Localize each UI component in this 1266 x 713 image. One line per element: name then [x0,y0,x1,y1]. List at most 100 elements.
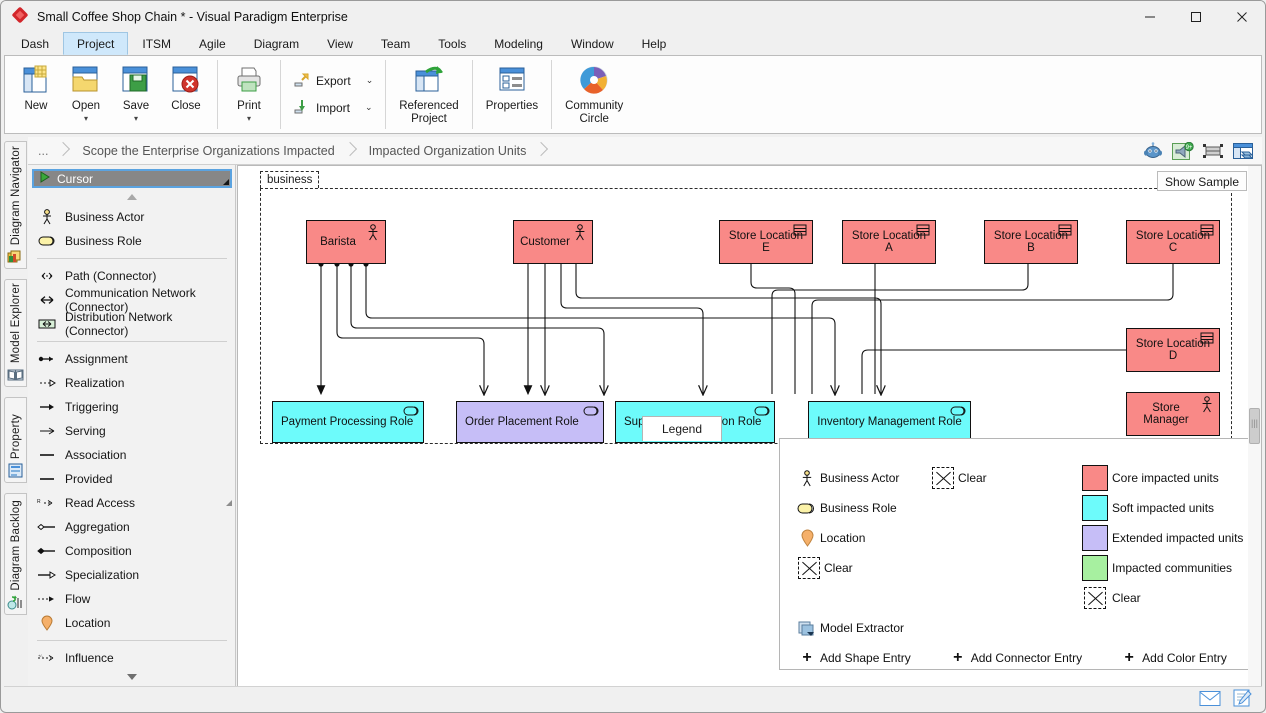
referenced-project-button[interactable]: Referenced Project [392,56,465,126]
close-button[interactable] [1219,1,1265,32]
bot-icon[interactable] [1142,141,1164,161]
add-color-entry-button[interactable]: + Add Color Entry [1116,643,1227,673]
node-order-placement-role[interactable]: Order Placement Role [456,401,604,443]
open-chevron-down-icon[interactable]: ▾ [84,114,88,123]
palette-item-communication-network[interactable]: Communication Network (Connector) [28,288,236,312]
print-chevron-down-icon[interactable]: ▾ [247,114,251,123]
palette-cursor-item[interactable]: Cursor [32,169,232,188]
breadcrumb-item-current[interactable]: Impacted Organization Units [357,140,535,162]
palette-item-path-connector[interactable]: Path (Connector) [28,264,236,288]
palette-scroll-down-button[interactable] [28,670,236,684]
minimize-button[interactable] [1127,1,1173,32]
close-project-button[interactable]: Close [161,56,211,113]
menu-tab-project[interactable]: Project [63,32,128,55]
breadcrumb-item-root[interactable]: ... [28,140,56,162]
open-button[interactable]: Open ▾ [61,56,111,123]
menu-tab-diagram[interactable]: Diagram [240,32,313,55]
palette-item-business-actor[interactable]: Business Actor [28,205,236,229]
layers-icon[interactable] [1232,141,1254,161]
node-payment-processing-role[interactable]: Payment Processing Role [272,401,424,443]
canvas-vertical-scrollbar[interactable] [1248,166,1261,686]
menu-tab-team[interactable]: Team [367,32,424,55]
show-sample-button[interactable]: Show Sample [1157,171,1247,191]
legend-entry-location[interactable]: Location [794,523,899,553]
palette-item-aggregation[interactable]: Aggregation [28,515,236,539]
left-dock-tabs: Diagram Navigator Model Explorer Propert… [4,141,27,697]
legend-entry-extended[interactable]: Extended impacted units [1078,523,1243,553]
diagram-canvas[interactable]: business Barista Customer Store Location… [237,165,1262,687]
palette-item-business-role[interactable]: Business Role [28,229,236,253]
node-barista[interactable]: Barista [306,220,386,264]
properties-button[interactable]: Properties [479,56,545,113]
palette-item-composition[interactable]: Composition [28,539,236,563]
import-button[interactable]: Import ⌄ [287,94,379,121]
menu-tab-view[interactable]: View [313,32,367,55]
print-button[interactable]: Print ▾ [224,56,274,123]
legend-entry-core[interactable]: Core impacted units [1078,463,1243,493]
node-store-location-d[interactable]: Store Location D [1126,328,1220,372]
node-store-location-a[interactable]: Store Location A [842,220,936,264]
palette-item-influence[interactable]: +/- Influence [28,646,236,670]
legend-entry-connector-clear[interactable]: Clear [928,463,987,493]
palette-item-realization[interactable]: Realization [28,371,236,395]
export-button[interactable]: Export ⌄ [287,67,379,94]
dock-tab-diagram-backlog[interactable]: Diagram Backlog [4,493,27,615]
legend-entry-color-clear[interactable]: Clear [1078,583,1243,613]
add-shape-entry-button[interactable]: + Add Shape Entry [794,643,911,673]
palette-item-distribution-network[interactable]: Distribution Network (Connector) [28,312,236,336]
node-store-manager[interactable]: Store Manager [1126,392,1220,436]
palette-scroll-up-button[interactable] [28,190,236,204]
node-store-location-c[interactable]: Store Location C [1126,220,1220,264]
business-role-icon [36,233,58,249]
save-button[interactable]: Save ▾ [111,56,161,123]
palette-item-specialization[interactable]: Specialization [28,563,236,587]
node-store-location-e[interactable]: Store Location E [719,220,813,264]
node-store-location-c-label: Store Location C [1131,230,1215,254]
legend-entry-business-actor[interactable]: Business Actor [794,463,899,493]
maximize-button[interactable] [1173,1,1219,32]
menu-tab-itsm[interactable]: ITSM [128,32,185,55]
dock-tab-property[interactable]: Property [4,397,27,483]
flow-icon [36,591,58,607]
breadcrumb-item-scope[interactable]: Scope the Enterprise Organizations Impac… [70,140,342,162]
note-edit-icon[interactable] [1230,688,1254,708]
palette-item-assignment[interactable]: Assignment [28,347,236,371]
import-chevron-down-icon[interactable]: ⌄ [365,102,373,113]
palette-item-read-access[interactable]: R Read Access [28,491,236,515]
dock-tab-model-explorer[interactable]: Model Explorer [4,279,27,387]
menu-tab-tools[interactable]: Tools [424,32,480,55]
export-chevron-down-icon[interactable]: ⌄ [366,75,374,86]
legend-model-extractor[interactable]: Model Extractor [794,613,904,643]
legend-title-tab[interactable]: Legend [642,416,722,441]
community-circle-button[interactable]: Community Circle [558,56,630,126]
referenced-project-icon [412,60,446,100]
mail-icon[interactable] [1198,688,1222,708]
palette-item-location[interactable]: Location [28,611,236,635]
palette-item-triggering[interactable]: Triggering [28,395,236,419]
fit-to-screen-icon[interactable] [1202,141,1224,161]
business-actor-icon [365,224,381,238]
announcement-icon[interactable]: 9+ [1172,141,1194,161]
legend-entry-communities[interactable]: Impacted communities [1078,553,1243,583]
palette-item-provided[interactable]: Provided [28,467,236,491]
menu-tab-modeling[interactable]: Modeling [480,32,557,55]
legend-entry-shape-clear[interactable]: Clear [794,553,899,583]
node-inventory-management-role[interactable]: Inventory Management Role [808,401,971,443]
triggering-icon [36,399,58,415]
menu-tab-window[interactable]: Window [557,32,628,55]
palette-item-association[interactable]: Association [28,443,236,467]
menu-tab-help[interactable]: Help [628,32,681,55]
legend-entry-business-role[interactable]: Business Role [794,493,899,523]
new-button[interactable]: New [11,56,61,113]
dock-tab-diagram-navigator[interactable]: Diagram Navigator [4,141,27,269]
palette-item-serving[interactable]: Serving [28,419,236,443]
menu-tab-dash[interactable]: Dash [7,32,63,55]
add-connector-entry-button[interactable]: + Add Connector Entry [945,643,1082,673]
node-customer[interactable]: Customer [513,220,593,264]
legend-entry-soft[interactable]: Soft impacted units [1078,493,1243,523]
save-chevron-down-icon[interactable]: ▾ [134,114,138,123]
node-store-location-b[interactable]: Store Location B [984,220,1078,264]
palette-item-flow[interactable]: Flow [28,587,236,611]
canvas-scrollbar-thumb[interactable] [1249,408,1260,444]
menu-tab-agile[interactable]: Agile [185,32,240,55]
